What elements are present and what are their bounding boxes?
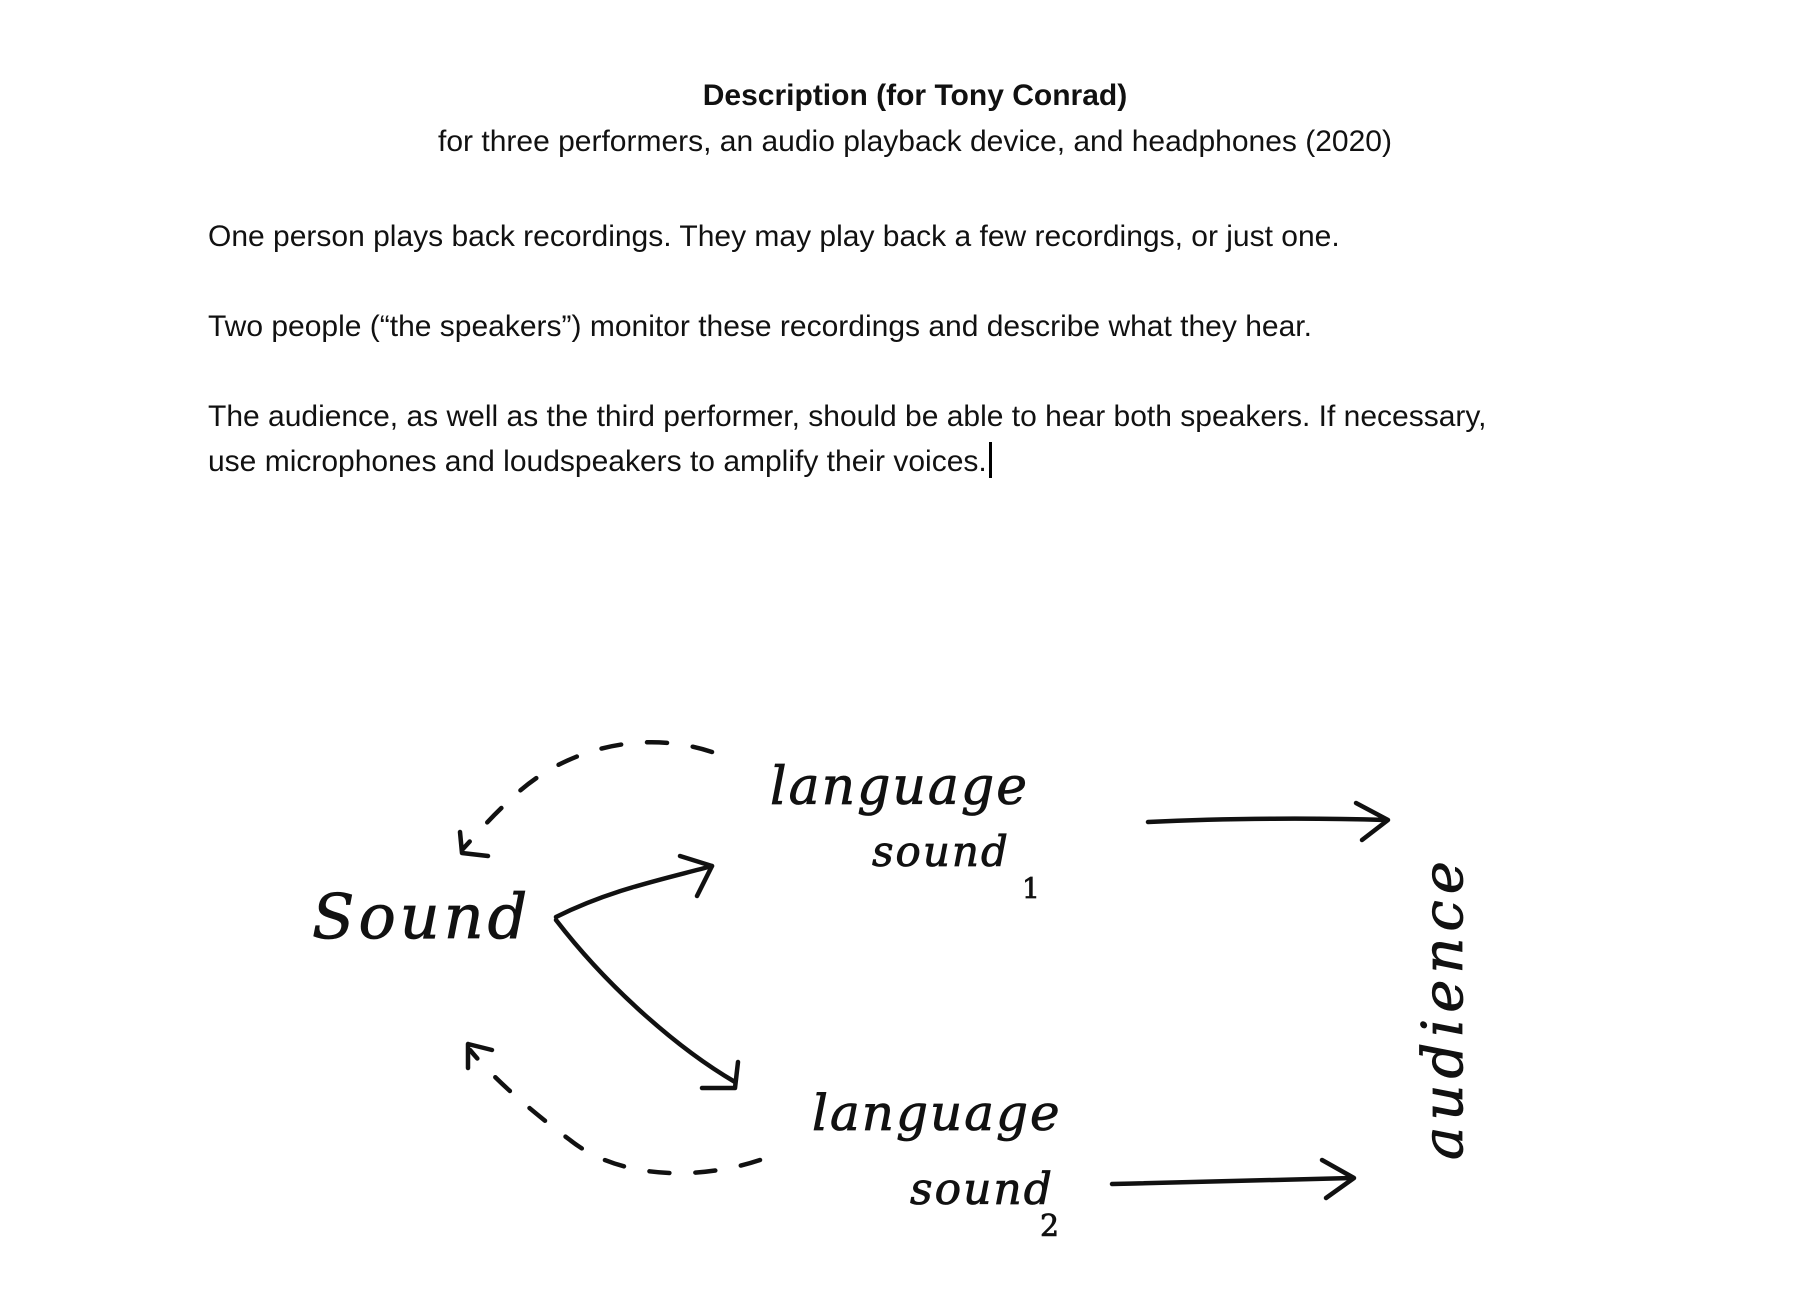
document-title: Description (for Tony Conrad) [702, 79, 1128, 112]
arrow-sound-to-upper-language [553, 853, 715, 920]
lower-sound-label: sound [910, 1164, 1054, 1215]
arrow-sound-to-lower-language [553, 917, 741, 1091]
paragraph-audience-text: The audience, as well as the third perfo… [208, 400, 1487, 478]
lower-language-label: language [812, 1084, 1062, 1142]
arrow-upper-to-audience [1145, 800, 1391, 843]
text-cursor [988, 442, 992, 478]
sound-label: Sound [312, 880, 531, 953]
dashed-arrow-upper-to-sound [457, 740, 715, 859]
audience-label: audience [1411, 855, 1476, 1160]
document-subtitle: for three performers, an audio playback … [438, 125, 1392, 158]
dashed-arrow-lower-to-sound [465, 1041, 763, 1176]
document-body[interactable]: One person plays back recordings. They m… [208, 214, 1508, 484]
paragraph-playback: One person plays back recordings. They m… [208, 220, 1340, 253]
lower-index-label: 2 [1040, 1209, 1059, 1244]
arrow-lower-to-audience [1109, 1157, 1357, 1201]
paragraph-audience: The audience, as well as the third perfo… [208, 394, 1508, 484]
upper-language-label: language [770, 757, 1029, 817]
upper-index-label: 1 [1022, 872, 1040, 905]
paragraph-speakers: Two people (“the speakers”) monitor thes… [208, 310, 1312, 343]
upper-sound-label: sound [872, 827, 1010, 876]
